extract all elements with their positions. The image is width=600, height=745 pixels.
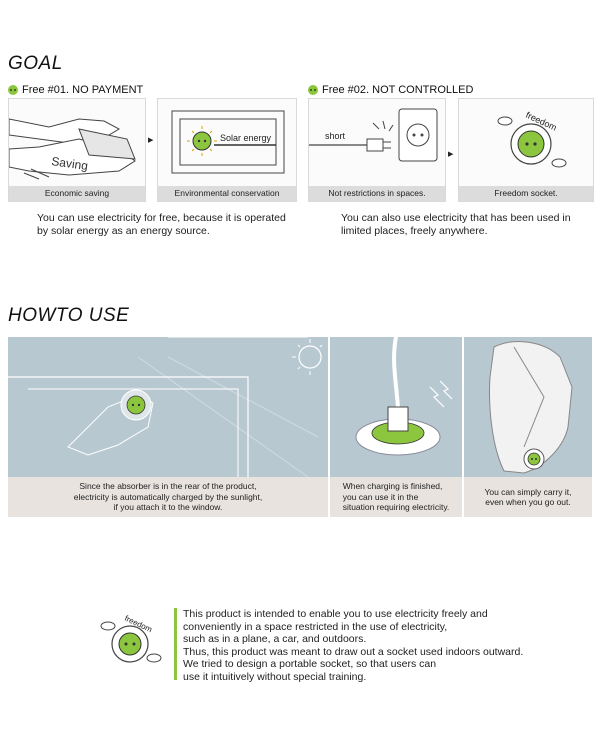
howto-caption-1-line: if you attach it to the window.	[113, 502, 223, 513]
howto-caption-3: You can simply carry it, even when you g…	[464, 477, 592, 517]
howto-charging-panel	[330, 337, 462, 477]
plug-socket-icon: short	[309, 108, 438, 162]
goal-desc-1-line: by solar energy as an energy source.	[37, 225, 210, 237]
hand-wallet-icon: Saving	[9, 118, 136, 180]
free-02-label: Free #02. NOT CONTROLLED	[308, 84, 473, 96]
howto-window-panel	[8, 337, 328, 477]
howto-caption-2: When charging is finished, you can use i…	[330, 477, 462, 517]
summary-line: such as in a plane, a car, and outdoors.	[183, 633, 367, 645]
summary-paragraph: This product is intended to enable you t…	[183, 608, 523, 683]
panel-freedom-socket: freedom Freedom socket.	[458, 98, 594, 202]
free-02-text: Free #02. NOT CONTROLLED	[322, 84, 474, 96]
howto-caption-2-line: situation requiring electricity.	[342, 502, 450, 513]
summary-line: This product is intended to enable you t…	[183, 608, 488, 620]
goal-desc-2-line: You can also use electricity that has be…	[341, 212, 571, 224]
summary-line: use it intuitively without special train…	[183, 670, 367, 683]
panel-not-restricted: short Not restrictions in spaces.	[308, 98, 446, 202]
howto-caption-1-line: electricity is automatically charged by …	[73, 491, 263, 502]
howto-carry-panel	[464, 337, 592, 477]
summary-line: We tried to design a portable socket, so…	[183, 658, 437, 670]
goal-heading: GOAL	[8, 53, 63, 74]
short-label: short	[325, 131, 346, 141]
person-bag-icon	[489, 341, 573, 474]
caption-economic-saving: Economic saving	[9, 186, 145, 201]
green-dot-icon	[308, 85, 318, 95]
summary-line: Thus, this product was meant to draw out…	[183, 645, 524, 658]
caption-not-restricted: Not restrictions in spaces.	[309, 186, 445, 201]
howto-caption-3-line: You can simply carry it,	[484, 486, 572, 497]
goal-desc-1: You can use electricity for free, becaus…	[37, 212, 286, 238]
plugged-socket-icon	[355, 337, 453, 456]
howto-caption-2-line: you can use it in the	[342, 491, 419, 502]
caption-environmental: Environmental conservation	[158, 186, 296, 201]
arrow-right-icon: ▶	[448, 151, 454, 158]
saving-label: Saving	[51, 154, 89, 173]
free-01-text: Free #01. NO PAYMENT	[22, 84, 144, 96]
howto-caption-3-line: even when you go out.	[485, 497, 571, 507]
summary-line: conveniently in a space restricted in th…	[183, 620, 448, 633]
panel-economic-saving: Saving Economic saving	[8, 98, 146, 202]
goal-desc-1-line: You can use electricity for free, becaus…	[37, 212, 286, 224]
howto-caption-1-line: Since the absorber is in the rear of the…	[79, 481, 257, 492]
goal-desc-2: You can also use electricity that has be…	[341, 212, 571, 238]
free-01-label: Free #01. NO PAYMENT	[8, 84, 143, 96]
solar-energy-label: Solar energy	[220, 133, 272, 143]
howto-heading: HOWTO USE	[8, 305, 130, 326]
arrow-right-icon: ▶	[148, 137, 154, 144]
window-attach-icon	[8, 337, 323, 477]
freedom-logo-icon: freedom	[100, 614, 162, 663]
howto-caption-1: Since the absorber is in the rear of the…	[8, 477, 328, 517]
goal-desc-2-line: limited places, freely anywhere.	[341, 225, 488, 237]
window-sun-icon: Solar energy	[171, 110, 285, 174]
caption-freedom-socket: Freedom socket.	[459, 186, 593, 201]
panel-environmental: Solar energy Environmental conservation	[157, 98, 297, 202]
green-dot-icon	[8, 85, 18, 95]
howto-caption-2-line: When charging is finished,	[342, 481, 443, 492]
accent-bar	[174, 608, 177, 680]
freedom-socket-icon: freedom	[497, 110, 567, 168]
